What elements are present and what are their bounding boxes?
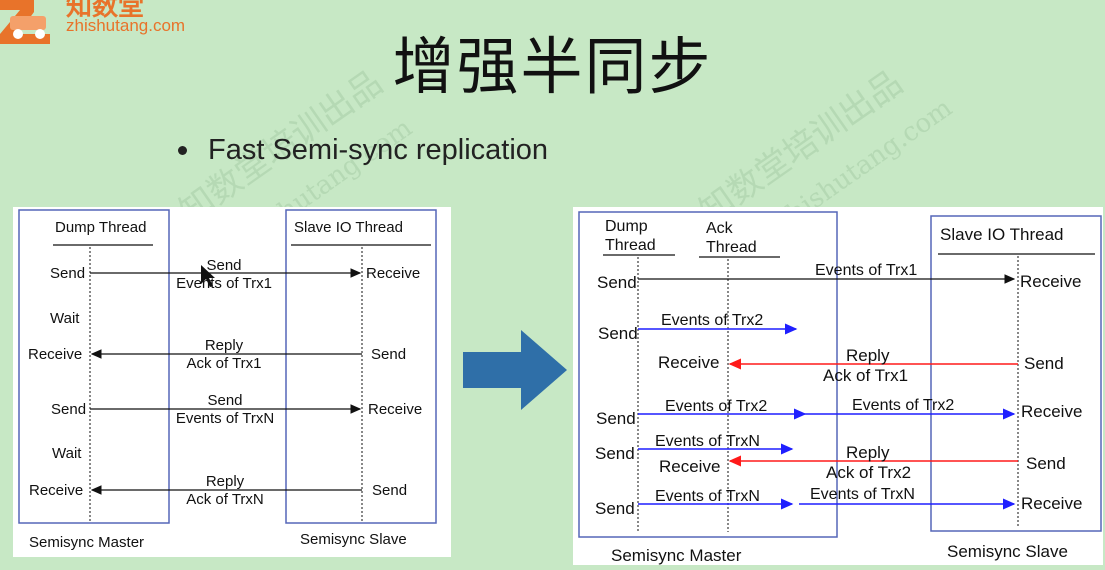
bullet-dot [178,146,187,155]
slave-label-send-2: Send [1026,454,1066,473]
msg-events-trx2-b: Events of Trx2 [665,398,767,415]
msg-events-trxn: Events of TrxN [655,433,760,450]
ack-thread-label-line2: Thread [706,239,757,256]
semisync-master-caption: Semisync Master [611,546,742,565]
master-label-receive-2: Receive [29,482,83,499]
ack-label-receive-2: Receive [659,457,720,476]
dump-thread-label-line1: Dump [605,218,648,235]
msg-send-1: Send [206,257,241,274]
slave-io-thread-label: Slave IO Thread [940,225,1063,244]
mouse-cursor-icon [201,265,215,287]
slave-label-send-1: Send [371,346,406,363]
fast-semisync-diagram-panel: Dump Thread Ack Thread Slave IO Thread S… [573,207,1103,565]
slave-label-receive-2: Receive [368,401,422,418]
msg-events-trx2: Events of Trx2 [661,312,763,329]
dump-label-send-3: Send [596,409,636,428]
msg-events-trx2-c: Events of Trx2 [852,397,954,414]
dump-thread-label: Dump Thread [55,219,146,236]
msg-reply-1: Reply [846,346,890,365]
msg-ack-trx1: Ack of Trx1 [186,355,261,372]
right-arrow-icon [463,330,567,410]
semisync-sequence-diagram: Dump Thread Slave IO Thread Send Wait Re… [18,209,437,551]
dump-label-send-4: Send [595,444,635,463]
slave-label-receive-1: Receive [1020,272,1081,291]
msg-events-trxn-c: Events of TrxN [810,486,915,503]
msg-events-trxn: Events of TrxN [176,410,274,427]
master-label-wait-1: Wait [50,310,80,327]
slave-label-send-2: Send [372,482,407,499]
semisync-diagram-panel: Dump Thread Slave IO Thread Send Wait Re… [13,207,451,557]
master-label-wait-2: Wait [52,445,82,462]
brand-logo-text: 知数堂 [66,0,145,21]
brand-url: zhishutang.com [66,16,186,35]
msg-ack-trx1: Ack of Trx1 [823,366,908,385]
logo-mark-icon [0,0,50,44]
msg-reply-1: Reply [205,337,244,354]
ack-thread-label-line1: Ack [706,220,734,237]
msg-events-trxn-b: Events of TrxN [655,488,760,505]
ack-label-receive-1: Receive [658,353,719,372]
msg-events-trx1: Events of Trx1 [815,262,917,279]
msg-events-trx1: Events of Trx1 [176,275,272,292]
bullet-text: Fast Semi-sync replication [208,134,549,166]
dump-thread-label-line2: Thread [605,237,656,254]
slave-label-send-1: Send [1024,354,1064,373]
master-box [578,211,838,538]
msg-send-2: Send [207,392,242,409]
semisync-slave-caption: Semisync Slave [947,542,1068,561]
master-label-send-1: Send [50,265,85,282]
msg-ack-trxn: Ack of TrxN [186,491,264,508]
msg-reply-2: Reply [846,443,890,462]
slide-title: 增强半同步 [392,30,713,103]
master-label-receive-1: Receive [28,346,82,363]
dump-label-send-1: Send [597,273,637,292]
dump-label-send-2: Send [598,324,638,343]
master-box [18,209,170,524]
slave-label-receive-2: Receive [1021,402,1082,421]
slave-label-receive-1: Receive [366,265,420,282]
fast-semisync-sequence-diagram: Dump Thread Ack Thread Slave IO Thread S… [578,211,1102,565]
slave-box [930,215,1102,532]
master-label-send-2: Send [51,401,86,418]
dump-label-send-5: Send [595,499,635,518]
semisync-slave-caption: Semisync Slave [300,531,407,548]
msg-ack-trx2: Ack of Trx2 [826,463,911,482]
slave-io-thread-label: Slave IO Thread [294,219,403,236]
msg-reply-2: Reply [206,473,245,490]
slave-box [285,209,437,524]
semisync-master-caption: Semisync Master [29,534,144,551]
slave-label-receive-3: Receive [1021,494,1082,513]
